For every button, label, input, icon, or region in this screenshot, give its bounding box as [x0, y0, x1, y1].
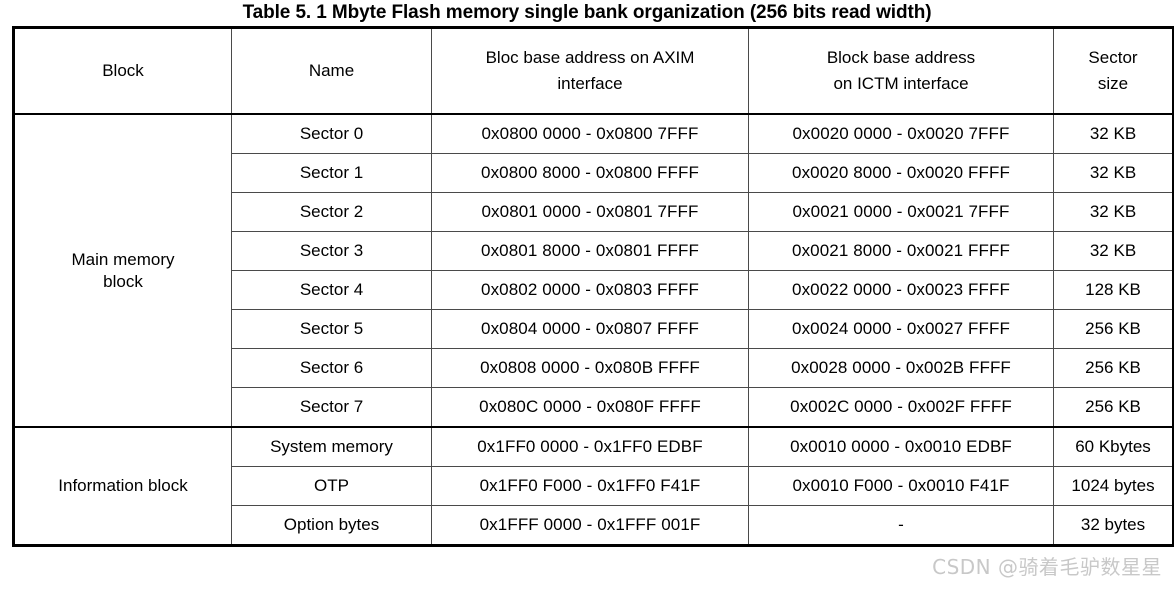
column-header-name: Name	[231, 27, 432, 115]
cell-name: Sector 4	[231, 270, 432, 310]
cell-axim-address: 0x0800 8000 - 0x0800 FFFF	[431, 153, 749, 193]
cell-name: Sector 5	[231, 309, 432, 349]
cell-ictm-address: 0x0010 0000 - 0x0010 EDBF	[748, 426, 1054, 467]
block-label-information-block: Information block	[13, 426, 232, 546]
table-row: OTP 0x1FF0 F000 - 0x1FF0 F41F 0x0010 F00…	[14, 466, 1174, 506]
cell-ictm-address: 0x0020 8000 - 0x0020 FFFF	[748, 153, 1054, 193]
flash-memory-organization-table: Block Name Bloc base address on AXIM int…	[12, 26, 1174, 547]
table-row: Sector 7 0x080C 0000 - 0x080F FFFF 0x002…	[14, 387, 1174, 428]
cell-sector-size: 32 KB	[1053, 153, 1174, 193]
table-row: Sector 2 0x0801 0000 - 0x0801 7FFF 0x002…	[14, 192, 1174, 232]
cell-axim-address: 0x0808 0000 - 0x080B FFFF	[431, 348, 749, 388]
table-header: Block Name Bloc base address on AXIM int…	[13, 27, 1174, 115]
table-title: Table 5. 1 Mbyte Flash memory single ban…	[242, 2, 932, 23]
cell-axim-address: 0x0801 0000 - 0x0801 7FFF	[431, 192, 749, 232]
column-header-sector-size: Sector size	[1053, 27, 1174, 115]
cell-name: Sector 7	[231, 387, 432, 428]
cell-ictm-address: 0x002C 0000 - 0x002F FFFF	[748, 387, 1054, 428]
cell-ictm-address: 0x0028 0000 - 0x002B FFFF	[748, 348, 1054, 388]
cell-name: Sector 6	[231, 348, 432, 388]
cell-ictm-address: 0x0021 8000 - 0x0021 FFFF	[748, 231, 1054, 271]
cell-sector-size: 32 bytes	[1053, 505, 1174, 546]
column-header-axim-line2: interface	[557, 74, 623, 93]
cell-ictm-address: -	[748, 505, 1054, 546]
cell-ictm-address: 0x0020 0000 - 0x0020 7FFF	[748, 113, 1054, 154]
cell-sector-size: 1024 bytes	[1053, 466, 1174, 506]
cell-ictm-address: 0x0022 0000 - 0x0023 FFFF	[748, 270, 1054, 310]
column-header-size-line1: Sector	[1088, 48, 1138, 67]
block-label-main-memory-line1: Main memory	[71, 249, 175, 269]
cell-axim-address: 0x0801 8000 - 0x0801 FFFF	[431, 231, 749, 271]
cell-axim-address: 0x080C 0000 - 0x080F FFFF	[431, 387, 749, 428]
cell-sector-size: 128 KB	[1053, 270, 1174, 310]
cell-sector-size: 32 KB	[1053, 231, 1174, 271]
table-row: Option bytes 0x1FFF 0000 - 0x1FFF 001F -…	[14, 505, 1174, 546]
cell-sector-size: 256 KB	[1053, 348, 1174, 388]
cell-name: Sector 3	[231, 231, 432, 271]
cell-ictm-address: 0x0010 F000 - 0x0010 F41F	[748, 466, 1054, 506]
table-row: Sector 1 0x0800 8000 - 0x0800 FFFF 0x002…	[14, 153, 1174, 193]
cell-sector-size: 32 KB	[1053, 192, 1174, 232]
column-header-block: Block	[13, 27, 232, 115]
column-header-ictm-line1: Block base address	[826, 48, 976, 67]
block-label-main-memory: Main memory block	[13, 113, 232, 428]
cell-name: Sector 0	[231, 113, 432, 154]
cell-axim-address: 0x1FFF 0000 - 0x1FFF 001F	[431, 505, 749, 546]
csdn-watermark: CSDN @骑着毛驴数星星	[932, 555, 1162, 579]
table-row: Sector 6 0x0808 0000 - 0x080B FFFF 0x002…	[14, 348, 1174, 388]
cell-name: Sector 1	[231, 153, 432, 193]
cell-name: System memory	[231, 426, 432, 467]
cell-name: Option bytes	[231, 505, 432, 546]
column-header-ictm-line2: on ICTM interface	[833, 74, 969, 93]
table-row: Main memory block Sector 0 0x0800 0000 -…	[13, 113, 1174, 428]
cell-axim-address: 0x0804 0000 - 0x0807 FFFF	[431, 309, 749, 349]
block-label-main-memory-line2: block	[103, 271, 143, 291]
cell-name: Sector 2	[231, 192, 432, 232]
cell-name: OTP	[231, 466, 432, 506]
header-row: Block Name Bloc base address on AXIM int…	[13, 27, 1174, 115]
cell-sector-size: 60 Kbytes	[1053, 426, 1174, 467]
cell-axim-address: 0x0800 0000 - 0x0800 7FFF	[431, 113, 749, 154]
table-row: Information block System memory 0x1FF0 0…	[13, 426, 1174, 546]
table-row: Sector 5 0x0804 0000 - 0x0807 FFFF 0x002…	[14, 309, 1174, 349]
table-row: Sector 4 0x0802 0000 - 0x0803 FFFF 0x002…	[14, 270, 1174, 310]
column-header-ictm-address: Block base address on ICTM interface	[748, 27, 1054, 115]
column-header-size-line2: size	[1097, 74, 1129, 93]
cell-axim-address: 0x0802 0000 - 0x0803 FFFF	[431, 270, 749, 310]
column-header-axim-address: Bloc base address on AXIM interface	[431, 27, 749, 115]
cell-sector-size: 32 KB	[1053, 113, 1174, 154]
cell-sector-size: 256 KB	[1053, 309, 1174, 349]
table-body: Main memory block Sector 0 0x0800 0000 -…	[13, 113, 1174, 546]
cell-sector-size: 256 KB	[1053, 387, 1174, 428]
table-row: Sector 3 0x0801 8000 - 0x0801 FFFF 0x002…	[14, 231, 1174, 271]
column-header-axim-line1: Bloc base address on AXIM	[485, 48, 695, 67]
cell-axim-address: 0x1FF0 F000 - 0x1FF0 F41F	[431, 466, 749, 506]
cell-axim-address: 0x1FF0 0000 - 0x1FF0 EDBF	[431, 426, 749, 467]
cell-ictm-address: 0x0024 0000 - 0x0027 FFFF	[748, 309, 1054, 349]
cell-ictm-address: 0x0021 0000 - 0x0021 7FFF	[748, 192, 1054, 232]
